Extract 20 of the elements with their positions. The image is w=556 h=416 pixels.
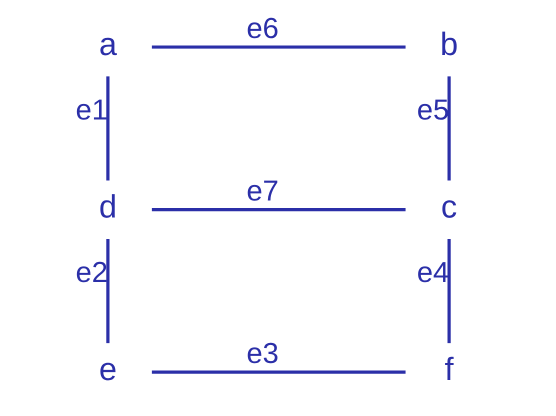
connector [151, 208, 406, 212]
node-text: f [444, 351, 454, 388]
connector [106, 238, 109, 344]
edge-label: e5 [416, 94, 449, 126]
node-text: e [98, 351, 116, 388]
edge-label: e7 [246, 176, 278, 208]
node-text: d [98, 188, 116, 225]
edge-label: e3 [246, 338, 278, 370]
edge-label: e6 [246, 13, 278, 46]
connector [151, 45, 406, 49]
node-text: c [440, 188, 457, 225]
connector [106, 76, 109, 181]
edge-label: e4 [416, 257, 449, 290]
edge-label: e2 [75, 257, 108, 290]
connector [447, 76, 450, 181]
connector [447, 238, 450, 344]
connector [151, 370, 406, 374]
node-text: b [440, 26, 458, 62]
edge-label: e1 [75, 94, 108, 126]
node-text: a [98, 26, 116, 62]
